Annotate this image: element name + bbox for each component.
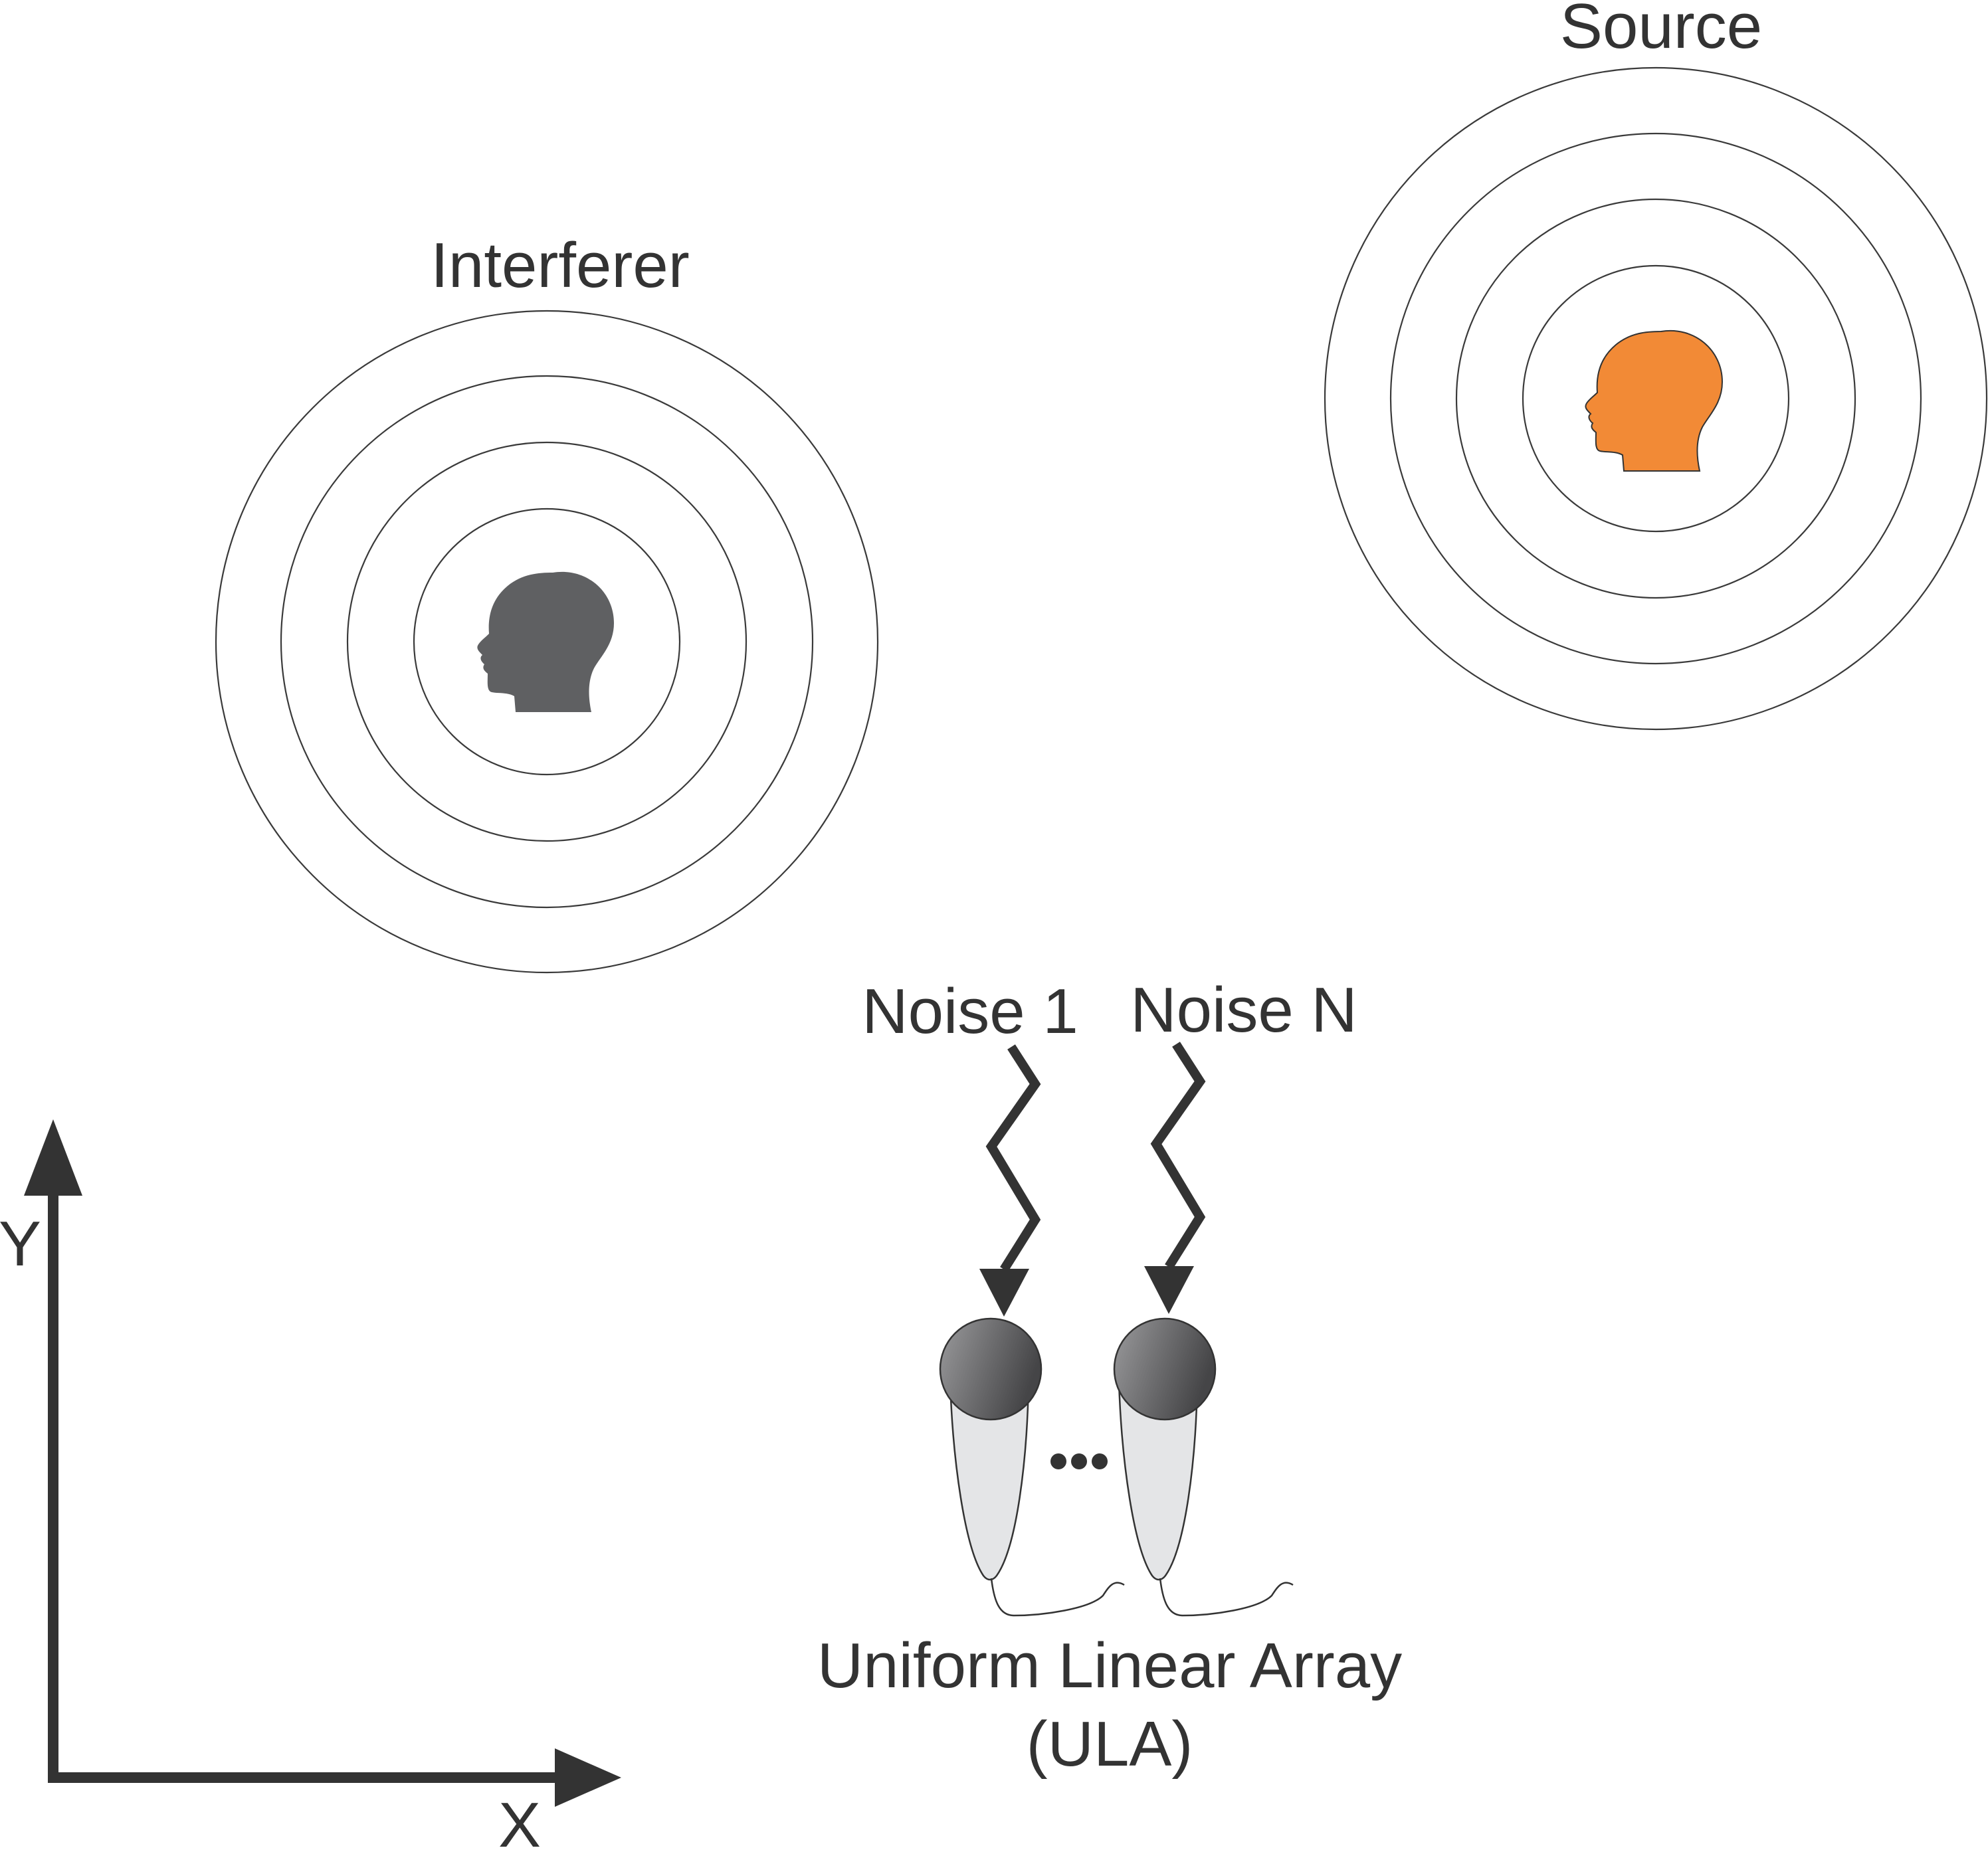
x-axis-label: X [498,1790,541,1850]
source-wave-rings [1324,66,1988,731]
interferer-label: Interferer [431,230,689,301]
source-label: Source [1560,0,1762,62]
noise-1-label: Noise 1 [862,976,1078,1047]
source-ring-1 [1522,264,1790,533]
lightning-arrow-icon [979,1044,1041,1317]
noise-group: Noise 1 Noise N [862,974,1357,1317]
microphone-icon [1113,1317,1294,1617]
interferer-wave-rings [215,310,879,974]
x-axis-arrowhead [555,1748,621,1807]
interferer-ring-4 [215,310,879,974]
array-label: Uniform Linear Array [817,1630,1402,1701]
y-axis-label: Y [0,1208,41,1279]
array-abbrev-label: (ULA) [1027,1709,1193,1780]
y-axis-arrowhead [24,1119,82,1196]
source-ring-2 [1455,198,1856,599]
axis-lines [48,1176,565,1783]
head-profile-icon [1585,329,1723,472]
interferer-ring-2 [346,441,747,842]
head-profile-icon [477,571,614,712]
microphone-icon [939,1317,1125,1617]
ellipsis-icon [1050,1453,1108,1469]
source-ring-3 [1389,132,1922,665]
interferer-group: Interferer [215,230,879,974]
interferer-ring-1 [413,508,681,776]
lightning-arrow-icon [1144,1042,1206,1314]
source-group: Source [1324,0,1988,731]
noise-n-label: Noise N [1130,974,1357,1046]
interferer-ring-3 [280,375,814,909]
microphone-array: Uniform Linear Array (ULA) [817,1317,1402,1780]
coordinate-axes: Y X [0,1119,621,1850]
source-ring-4 [1324,66,1988,731]
